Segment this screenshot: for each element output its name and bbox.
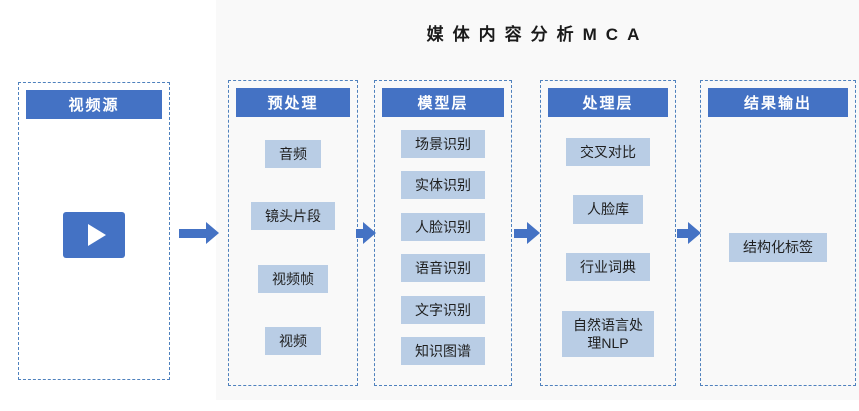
- item-face-recognition: 人脸识别: [401, 212, 485, 241]
- background-panel: [216, 0, 859, 400]
- play-icon: [87, 223, 106, 246]
- column-result-output-body: 结构化标签: [708, 117, 848, 378]
- play-button[interactable]: [63, 211, 125, 258]
- item-structured-tags: 结构化标签: [729, 233, 827, 262]
- arrow-right-icon: [356, 222, 376, 244]
- item-industry-dictionary: 行业词典: [566, 253, 650, 282]
- item-scene-recognition: 场景识别: [401, 129, 485, 158]
- item-shot-segments: 镜头片段: [251, 202, 335, 231]
- item-entity-recognition: 实体识别: [401, 171, 485, 200]
- arrow-shaft: [677, 228, 688, 238]
- arrow-head: [363, 222, 376, 244]
- item-nlp: 自然语言处理NLP: [562, 310, 654, 358]
- column-preprocessing-body: 音频 镜头片段 视频帧 视频: [236, 117, 350, 378]
- column-model-layer-header: 模型层: [382, 88, 504, 117]
- item-face-library: 人脸库: [573, 195, 643, 224]
- column-processing-layer: 处理层 交叉对比 人脸库 行业词典 自然语言处理NLP: [540, 80, 676, 386]
- item-text-recognition: 文字识别: [401, 295, 485, 324]
- item-video: 视频: [265, 326, 321, 355]
- column-video-source-header: 视频源: [26, 90, 162, 119]
- arrow-right-icon: [179, 222, 219, 244]
- column-processing-layer-header: 处理层: [548, 88, 668, 117]
- arrow-right-icon: [677, 222, 701, 244]
- arrow-shaft: [514, 228, 527, 238]
- arrow-head: [688, 222, 701, 244]
- column-result-output-header: 结果输出: [708, 88, 848, 117]
- column-model-layer: 模型层 场景识别 实体识别 人脸识别 语音识别 文字识别 知识图谱: [374, 80, 512, 386]
- item-cross-comparison: 交叉对比: [566, 137, 650, 166]
- arrow-head: [206, 222, 219, 244]
- arrow-shaft: [356, 228, 363, 238]
- item-knowledge-graph: 知识图谱: [401, 337, 485, 366]
- arrow-right-icon: [514, 222, 540, 244]
- column-preprocessing: 预处理 音频 镜头片段 视频帧 视频: [228, 80, 358, 386]
- arrow-shaft: [179, 228, 206, 238]
- item-speech-recognition: 语音识别: [401, 254, 485, 283]
- column-preprocessing-header: 预处理: [236, 88, 350, 117]
- item-audio: 音频: [265, 140, 321, 169]
- column-video-source-body: [26, 119, 162, 372]
- column-result-output: 结果输出 结构化标签: [700, 80, 856, 386]
- item-video-frames: 视频帧: [258, 264, 328, 293]
- diagram-title: 媒体内容分析MCA: [426, 25, 649, 44]
- arrow-head: [527, 222, 540, 244]
- column-model-layer-body: 场景识别 实体识别 人脸识别 语音识别 文字识别 知识图谱: [382, 117, 504, 378]
- column-video-source: 视频源: [18, 82, 170, 380]
- column-processing-layer-body: 交叉对比 人脸库 行业词典 自然语言处理NLP: [548, 117, 668, 378]
